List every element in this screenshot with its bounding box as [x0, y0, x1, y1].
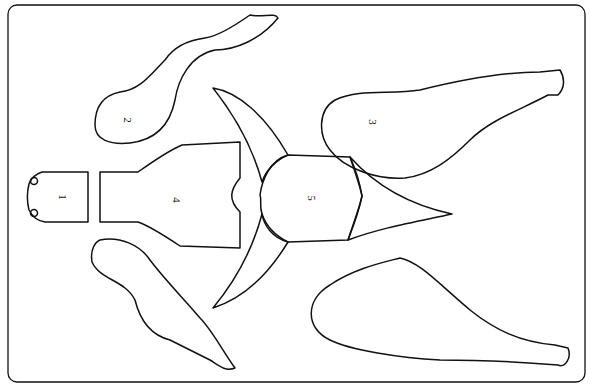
- part-outline: [90, 10, 282, 148]
- neck-cut-edge: [100, 172, 106, 222]
- lower-flank: [213, 214, 288, 308]
- part-outline-path: [95, 15, 278, 143]
- lower-foreleg: [92, 239, 235, 369]
- part-outline-path: [322, 70, 564, 178]
- callout-number: 1: [57, 194, 68, 200]
- carcass-part: 5: [256, 152, 366, 246]
- part-outline-path: [28, 172, 89, 222]
- upper-flank: [213, 88, 288, 182]
- callout-number: 3: [367, 119, 378, 125]
- part-outline-path: [260, 155, 362, 242]
- carcass-part: 1: [24, 166, 94, 228]
- lower-hindleg: [311, 258, 569, 366]
- carcass-part: 2: [90, 10, 282, 148]
- callout-number: 5: [306, 195, 317, 201]
- tail-flank: [348, 157, 452, 240]
- callout-number: 2: [122, 117, 133, 123]
- part-outline: [312, 64, 570, 184]
- part-outline-path: [106, 142, 240, 248]
- carcass-part: 3: [312, 64, 570, 184]
- callout-number: 4: [171, 197, 182, 203]
- part-outline: [102, 138, 244, 251]
- frame: [8, 5, 585, 382]
- carcass-part: 4: [102, 138, 244, 251]
